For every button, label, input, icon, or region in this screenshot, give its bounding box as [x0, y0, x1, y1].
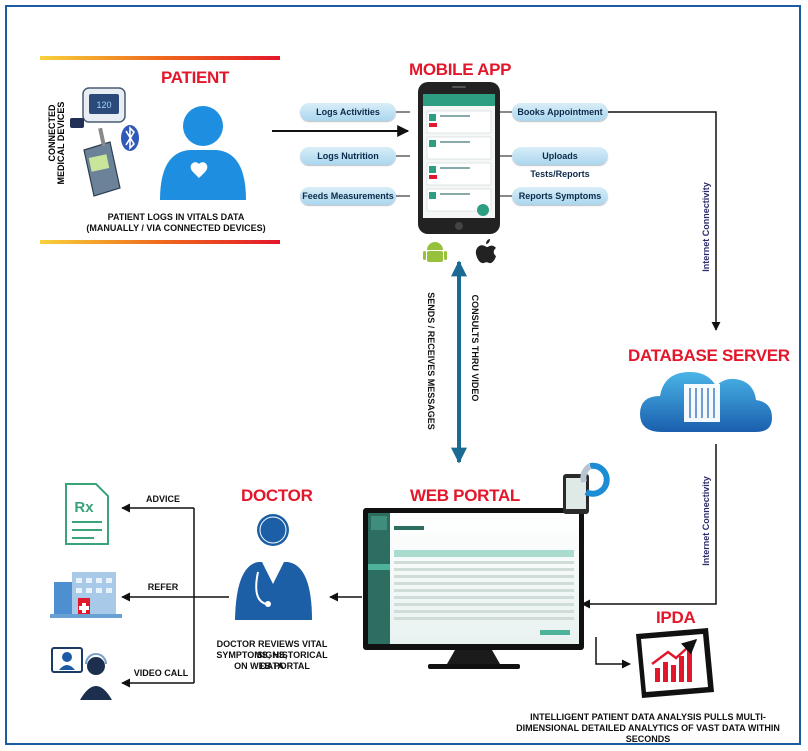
consults-video-label: CONSULTS THRU VIDEO	[470, 294, 480, 402]
sends-messages-label: SENDS / RECEIVES MESSAGES	[426, 292, 436, 430]
refer-label: REFER	[147, 582, 179, 592]
database-cloud-icon	[640, 372, 772, 432]
mobile-app-title: MOBILE APP	[409, 60, 512, 79]
uploads-tests-pill: Uploads Tests/Reports	[512, 147, 608, 179]
doctor-caption-line2: SYMPTOMS, HISTORICAL DATA	[216, 650, 328, 671]
bluetooth-icon	[121, 125, 139, 151]
database-server-title: DATABASE SERVER	[628, 346, 790, 365]
advice-label: ADVICE	[145, 494, 180, 504]
logs-activities-pill: Logs Activities	[300, 103, 396, 121]
ipda-title: IPDA	[656, 608, 696, 627]
video-call-icon	[51, 647, 112, 700]
svg-text:Rx: Rx	[74, 499, 94, 516]
diagram-frame	[5, 5, 801, 745]
doctor-icon	[235, 514, 312, 620]
patient-bottom-rule	[40, 240, 280, 244]
web-portal-title: WEB PORTAL	[410, 486, 521, 505]
analytics-laptop-icon	[636, 628, 714, 698]
books-appointment-pill: Books Appointment	[512, 103, 608, 121]
refresh-ring-icon	[580, 462, 610, 497]
apple-icon	[475, 239, 496, 264]
portal-to-ipda-arrow	[595, 637, 631, 669]
patient-caption-line2: (MANUALLY / VIA CONNECTED DEVICES)	[86, 223, 266, 233]
patient-caption-line1: PATIENT LOGS IN VITALS DATA	[107, 212, 245, 222]
logs-nutrition-pill: Logs Nutrition	[300, 147, 396, 165]
ipda-caption-line2: DIMENSIONAL DETAILED ANALYTICS OF VAST D…	[516, 723, 780, 733]
patient-top-rule	[40, 56, 280, 60]
prescription-icon: Rx	[65, 483, 109, 545]
patient-title: PATIENT	[161, 68, 230, 87]
reports-symptoms-pill: Reports Symptoms	[512, 187, 608, 205]
video-call-label: VIDEO CALL	[133, 668, 189, 678]
ipda-caption-line3: SECONDS	[625, 734, 671, 744]
android-icon	[423, 242, 447, 262]
feeds-measurements-pill: Feeds Measurements	[300, 187, 396, 205]
ipda-caption-line1: INTELLIGENT PATIENT DATA ANALYSIS PULLS …	[530, 712, 766, 722]
doctor-caption-line1: DOCTOR REVIEWS VITAL SIGNS,	[216, 639, 328, 660]
doctor-caption-line3: ON WEB PORTAL	[234, 661, 310, 671]
patient-icon	[160, 106, 246, 200]
smartphone-icon	[418, 82, 500, 234]
web-portal-monitor	[363, 508, 584, 669]
bp-monitor-icon: 120	[70, 87, 126, 128]
devices-label-line2: MEDICAL DEVICES	[56, 101, 66, 185]
tablet-icon	[563, 474, 589, 514]
glucometer-icon	[83, 127, 121, 197]
hospital-icon	[50, 572, 122, 618]
doctor-title: DOCTOR	[241, 486, 313, 505]
svg-text:120: 120	[96, 100, 111, 110]
internet-connectivity-bottom: Internet Connectivity	[701, 476, 711, 566]
app-to-database-arrow	[604, 111, 721, 331]
internet-connectivity-top: Internet Connectivity	[701, 182, 711, 272]
database-to-portal-arrow	[581, 444, 717, 609]
